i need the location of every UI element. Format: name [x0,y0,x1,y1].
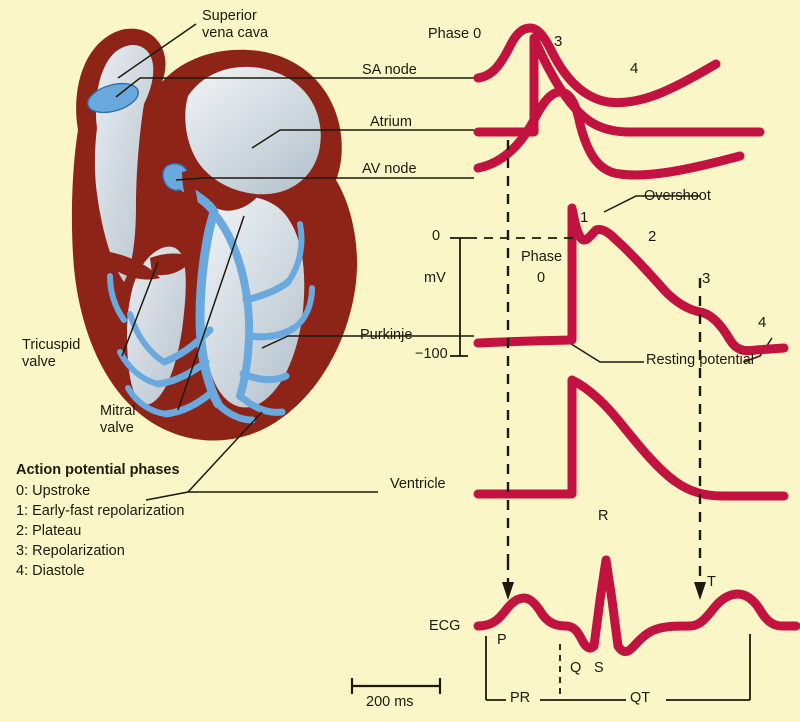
legend-item-2: 2: Plateau [16,523,82,539]
label-phase-0-top: Phase 0 [428,26,482,42]
label-ecg-s-wave: S [594,660,604,676]
label-tricuspid-valve: Tricuspid valve [22,337,81,370]
label-ecg-q-wave: Q [570,660,582,676]
label-overshoot: Overshoot [644,188,711,204]
label-mitral-valve: Mitral valve [100,403,136,436]
trace-sa-node [473,23,721,108]
trace-av-node [473,87,745,180]
label-ecg-t-wave: T [707,574,716,590]
label-pr-interval: PR [510,690,531,706]
label-purkinje-phase-3: 3 [702,270,711,287]
label-ventricle: Ventricle [390,476,446,492]
label-phase-mid-line2: 0 [537,270,546,286]
label-superior-vena-cava: Superior vena cava [202,8,269,41]
legend-item-0: 0: Upstroke [16,483,91,499]
right-ventricle-chamber [126,246,186,405]
label-purkinje-phase-2: 2 [648,228,657,245]
label-resting-potential: Resting potential [646,352,755,368]
label-qt-interval: QT [630,690,651,706]
label-top-phase-3: 3 [554,33,563,50]
label-purkinje-phase-1: 1 [580,209,589,226]
trace-ecg [473,555,800,657]
legend-item-1: 1: Early-fast repolarization [16,503,185,519]
axis-unit-mv: mV [424,270,446,286]
axis-tick-zero: 0 [432,228,441,244]
label-top-phase-4: 4 [630,60,639,77]
label-ecg-r-wave: R [598,508,609,524]
legend-title: Action potential phases [16,462,180,478]
ecg-interval-brackets [485,634,751,701]
scale-bar [350,678,442,694]
legend-item-4: 4: Diastole [16,563,85,579]
axis-tick-minus-100: −100 [415,346,448,362]
label-av-node: AV node [362,161,417,177]
leader-lines [115,23,773,501]
label-atrium: Atrium [370,114,412,130]
label-phase-mid-line1: Phase [521,249,563,265]
label-ecg-p-wave: P [497,632,507,648]
label-purkinje-phase-4: 4 [758,314,767,331]
trace-ventricle [473,375,789,501]
left-ventricle-chamber [200,196,305,408]
trace-purkinje [473,203,789,356]
legend-item-3: 3: Repolarization [16,543,125,559]
left-atrium-chamber [185,66,321,195]
label-purkinje: Purkinje [360,327,413,343]
mv-axis [450,237,468,357]
label-ecg: ECG [429,618,461,634]
timing-line-repolarization [694,278,706,600]
sa-node-marker [87,82,139,114]
valve-leaflets [110,170,258,280]
label-sa-node: SA node [362,62,417,78]
timing-line-depolarization [502,140,514,600]
label-scale-bar: 200 ms [366,694,414,710]
